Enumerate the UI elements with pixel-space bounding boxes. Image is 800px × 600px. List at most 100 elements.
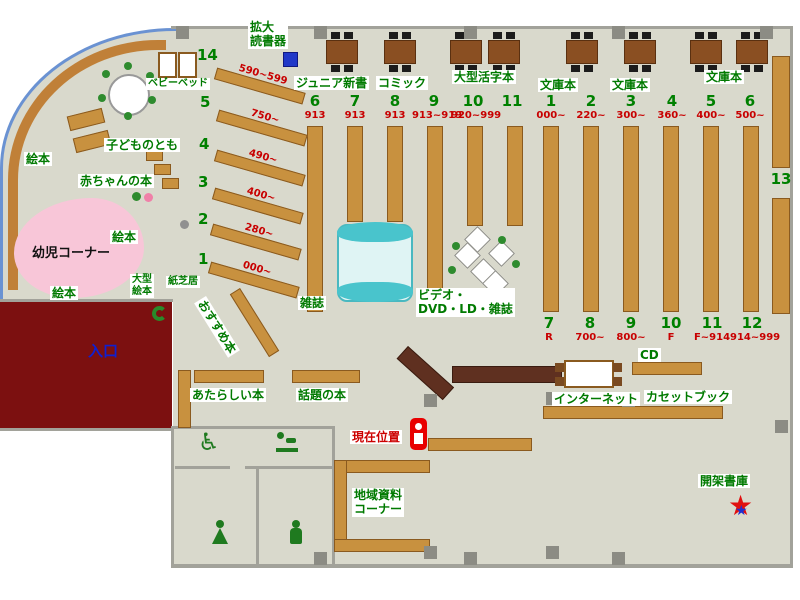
column-number: 6 (744, 92, 756, 110)
reading-seat-icon (152, 306, 167, 321)
open-stacks-label: 開架書庫 (698, 474, 751, 489)
marker-figure-head (415, 423, 422, 430)
column-number: 9 (625, 314, 637, 332)
bookshelf (467, 126, 483, 226)
stool-green (132, 192, 141, 201)
local-materials-shelf-top (334, 460, 430, 473)
column-range: 913 (304, 109, 326, 121)
chair-dot (146, 72, 154, 80)
wall-toilet-top (171, 426, 335, 429)
wall-top (171, 26, 793, 29)
wall-toilet-right (332, 426, 335, 568)
picture-books-label-2: 絵本 (110, 230, 139, 245)
stool-pink (144, 193, 153, 202)
reading-table (488, 32, 520, 72)
column-number: 11 (501, 92, 523, 110)
pillar (314, 552, 327, 565)
bunko-label-3: 文庫本 (704, 70, 745, 85)
icon-dress (212, 528, 228, 544)
topical-books-shelf (292, 370, 360, 383)
magnifier-reader-icon (283, 52, 298, 67)
column-number: 7 (543, 314, 555, 332)
internet-label: インターネット (552, 392, 641, 407)
local-materials-shelf-bottom (334, 539, 430, 552)
pillar (424, 394, 437, 407)
pillar (464, 26, 477, 39)
picture-books-label-3: 絵本 (50, 286, 79, 301)
bookshelf (307, 126, 323, 312)
stool-grey (180, 220, 189, 229)
internet-chair (555, 377, 564, 386)
diag-shelf-number: 2 (198, 210, 209, 228)
wall-toilet-inner-1 (175, 466, 230, 469)
bunko-label-2: 文庫本 (610, 78, 651, 93)
column-range: 920~999 (451, 109, 502, 121)
pillar (314, 26, 327, 39)
column-range: 913 (344, 109, 366, 121)
junior-shinsho-label: ジュニア新書 (294, 76, 370, 91)
pillar (464, 552, 477, 565)
new-books-label: あたらしい本 (190, 388, 267, 403)
column-range: 913 (384, 109, 406, 121)
wheelchair-icon (198, 430, 220, 454)
column-range: 500~ (735, 109, 765, 121)
chair-dot (448, 266, 456, 274)
column-range: F (667, 331, 675, 343)
diag-shelf-number: 4 (199, 135, 210, 153)
column-number: 9 (428, 92, 440, 110)
open-stacks-star-icon (728, 492, 758, 522)
chair-dot (98, 94, 106, 102)
column-range: R (545, 331, 553, 343)
step-shelf (162, 178, 179, 189)
bookshelf (347, 126, 363, 222)
picture-books-label-1: 絵本 (24, 152, 53, 167)
service-counter (452, 366, 562, 383)
column-number: 11 (701, 314, 723, 332)
reading-table (736, 32, 768, 72)
entrance-wall-block (0, 302, 172, 428)
diag-shelf-number: 14 (197, 46, 218, 64)
comic-label: コミック (376, 76, 429, 91)
internet-chair (555, 363, 564, 372)
step-shelf (154, 164, 171, 175)
magazine-display-top (337, 222, 413, 242)
chair-dot (124, 112, 132, 120)
cassette-book-label: カセットブック (644, 390, 733, 405)
column-range: 913~919 (412, 109, 463, 121)
column-number: 8 (584, 314, 596, 332)
cd-label: CD (638, 348, 661, 363)
column-number: 2 (585, 92, 597, 110)
column-range: 914~999 (730, 331, 781, 343)
column-number: 4 (666, 92, 678, 110)
kids-round-table (108, 74, 150, 116)
pillar (760, 26, 773, 39)
wall-toilet-divider (256, 469, 259, 566)
column-range: F~914 (693, 331, 731, 343)
bookshelf (583, 126, 599, 312)
wall-entrance-bottom (0, 428, 174, 431)
topical-books-label: 話題の本 (296, 388, 349, 403)
column-number: 12 (741, 314, 763, 332)
baby-bed-label: ベビーベッド (146, 78, 210, 90)
wall-bottom (171, 564, 793, 568)
column-label-u11: 11 (490, 92, 534, 110)
video-corner-label: ビデオ・ DVD・LD・雑誌 (416, 288, 515, 317)
reading-table (326, 32, 358, 72)
column-range: 400~ (696, 109, 726, 121)
reading-table (450, 32, 482, 72)
wall-left-lower (171, 426, 174, 568)
internet-chair (613, 377, 622, 386)
pillar (424, 546, 437, 559)
current-location-label: 現在位置 (350, 430, 403, 445)
pillar (612, 552, 625, 565)
low-shelf (428, 438, 532, 451)
